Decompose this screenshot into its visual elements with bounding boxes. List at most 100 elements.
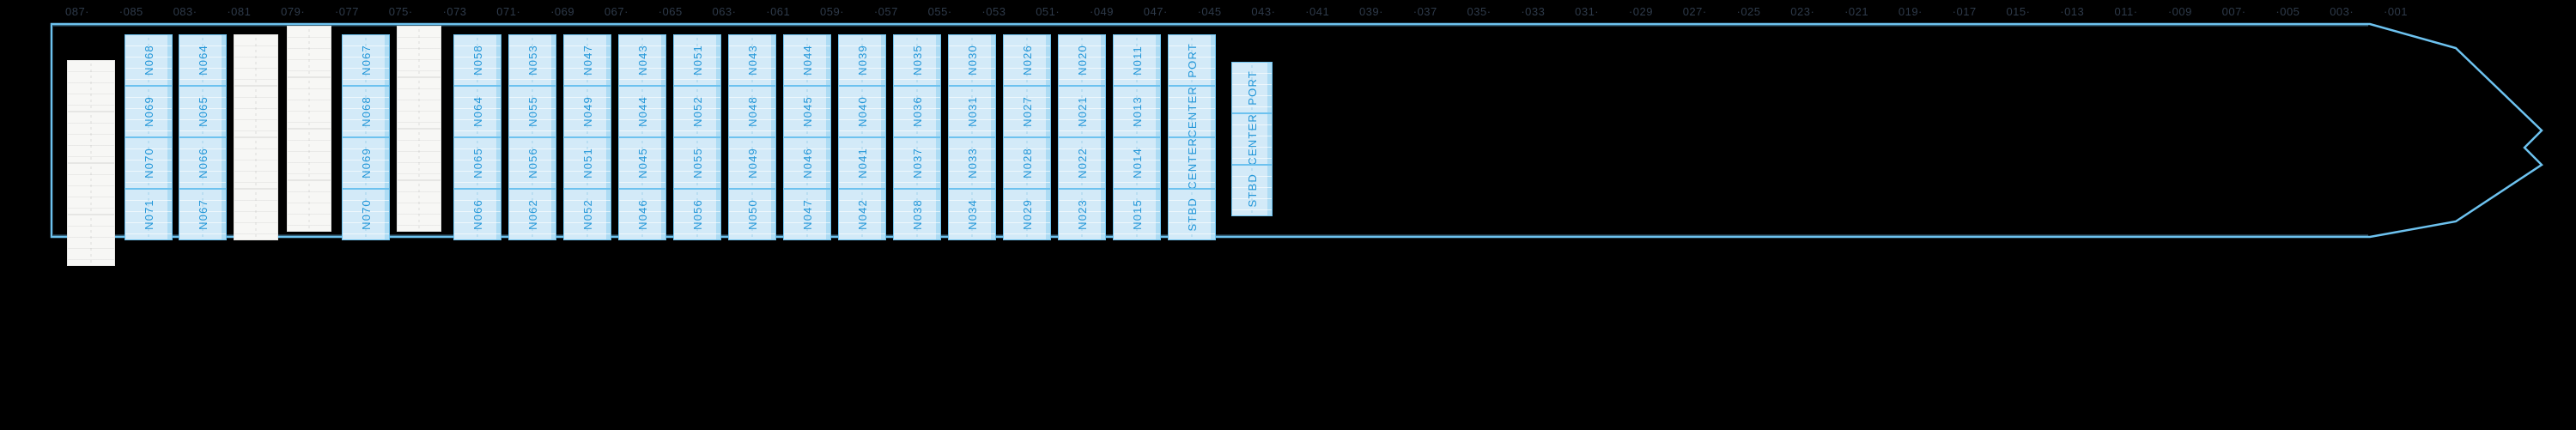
cell-empty[interactable] — [287, 77, 331, 129]
column-empty-2[interactable] — [234, 34, 278, 240]
cell-n069[interactable]: N069 — [125, 86, 173, 137]
cell-n050[interactable]: N050 — [728, 189, 776, 240]
cell-empty[interactable] — [234, 86, 278, 137]
cell-n027[interactable]: N027 — [1003, 86, 1051, 137]
cell-n046[interactable]: N046 — [783, 137, 831, 189]
cell-n047[interactable]: N047 — [783, 189, 831, 240]
cell-n011[interactable]: N011 — [1113, 34, 1161, 86]
cell-n037[interactable]: N037 — [893, 137, 941, 189]
cell-empty[interactable] — [67, 215, 115, 266]
cell-empty[interactable] — [67, 163, 115, 215]
cell-n065[interactable]: N065 — [179, 86, 227, 137]
cell-n062[interactable]: N062 — [508, 189, 556, 240]
cell-n051[interactable]: N051 — [563, 137, 611, 189]
cell-n021[interactable]: N021 — [1058, 86, 1106, 137]
cell-empty[interactable] — [67, 60, 115, 112]
cell-empty[interactable] — [234, 189, 278, 240]
cell-empty[interactable] — [397, 180, 441, 232]
cell-n064[interactable]: N064 — [453, 86, 501, 137]
cell-n053[interactable]: N053 — [508, 34, 556, 86]
cell-n056[interactable]: N056 — [508, 137, 556, 189]
cell-n055[interactable]: N055 — [508, 86, 556, 137]
cell-n069[interactable]: N069 — [342, 137, 390, 189]
column-empty-4[interactable] — [397, 26, 441, 232]
cell-n045[interactable]: N045 — [783, 86, 831, 137]
cell-n047[interactable]: N047 — [563, 34, 611, 86]
cell-empty[interactable] — [67, 112, 115, 163]
cell-n022[interactable]: N022 — [1058, 137, 1106, 189]
cell-center[interactable]: CENTER — [1168, 137, 1216, 189]
column-empty-3[interactable] — [287, 26, 331, 232]
cell-n049[interactable]: N049 — [728, 137, 776, 189]
cell-n068[interactable]: N068 — [125, 34, 173, 86]
cell-empty[interactable] — [397, 129, 441, 180]
cell-n049[interactable]: N049 — [563, 86, 611, 137]
cell-n067[interactable]: N067 — [342, 34, 390, 86]
cell-n014[interactable]: N014 — [1113, 137, 1161, 189]
cell-n041[interactable]: N041 — [838, 137, 886, 189]
cell-n046[interactable]: N046 — [618, 189, 666, 240]
cell-n013[interactable]: N013 — [1113, 86, 1161, 137]
cell-n067[interactable]: N067 — [179, 189, 227, 240]
cell-stbd[interactable]: STBD — [1168, 189, 1216, 240]
cell-center[interactable]: CENTER — [1231, 113, 1273, 165]
cell-n052[interactable]: N052 — [563, 189, 611, 240]
cell-n070[interactable]: N070 — [342, 189, 390, 240]
cell-n035[interactable]: N035 — [893, 34, 941, 86]
cell-n031[interactable]: N031 — [948, 86, 996, 137]
cell-n033[interactable]: N033 — [948, 137, 996, 189]
column-empty-1[interactable] — [67, 60, 115, 266]
cell-n029[interactable]: N029 — [1003, 189, 1051, 240]
cell-n040[interactable]: N040 — [838, 86, 886, 137]
cell-n064[interactable]: N064 — [179, 34, 227, 86]
cell-n070[interactable]: N070 — [125, 137, 173, 189]
cell-n065[interactable]: N065 — [453, 137, 501, 189]
cell-empty[interactable] — [287, 26, 331, 77]
cell-n038[interactable]: N038 — [893, 189, 941, 240]
cell-n044[interactable]: N044 — [618, 86, 666, 137]
cell-empty[interactable] — [397, 77, 441, 129]
cell-empty[interactable] — [397, 26, 441, 77]
cell-n068[interactable]: N068 — [342, 86, 390, 137]
cell-port[interactable]: PORT — [1231, 62, 1273, 113]
cell-n066[interactable]: N066 — [179, 137, 227, 189]
cell-n034[interactable]: N034 — [948, 189, 996, 240]
cell-n052[interactable]: N052 — [673, 86, 721, 137]
cell-n036[interactable]: N036 — [893, 86, 941, 137]
cell-empty[interactable] — [234, 137, 278, 189]
cell-port[interactable]: PORT — [1168, 34, 1216, 86]
cell-n045[interactable]: N045 — [618, 137, 666, 189]
cell-n028[interactable]: N028 — [1003, 137, 1051, 189]
cell-n056[interactable]: N056 — [673, 189, 721, 240]
cell-n026[interactable]: N026 — [1003, 34, 1051, 86]
cell-n044[interactable]: N044 — [783, 34, 831, 86]
cell-stbd[interactable]: STBD — [1231, 165, 1273, 216]
cell-n015[interactable]: N015 — [1113, 189, 1161, 240]
cell-empty[interactable] — [287, 129, 331, 180]
cell-n020[interactable]: N020 — [1058, 34, 1106, 86]
cell-n042[interactable]: N042 — [838, 189, 886, 240]
cell-n051[interactable]: N051 — [673, 34, 721, 86]
cell-n055[interactable]: N055 — [673, 137, 721, 189]
cell-n066[interactable]: N066 — [453, 189, 501, 240]
cell-n071[interactable]: N071 — [125, 189, 173, 240]
cell-n039[interactable]: N039 — [838, 34, 886, 86]
cell-n058[interactable]: N058 — [453, 34, 501, 86]
